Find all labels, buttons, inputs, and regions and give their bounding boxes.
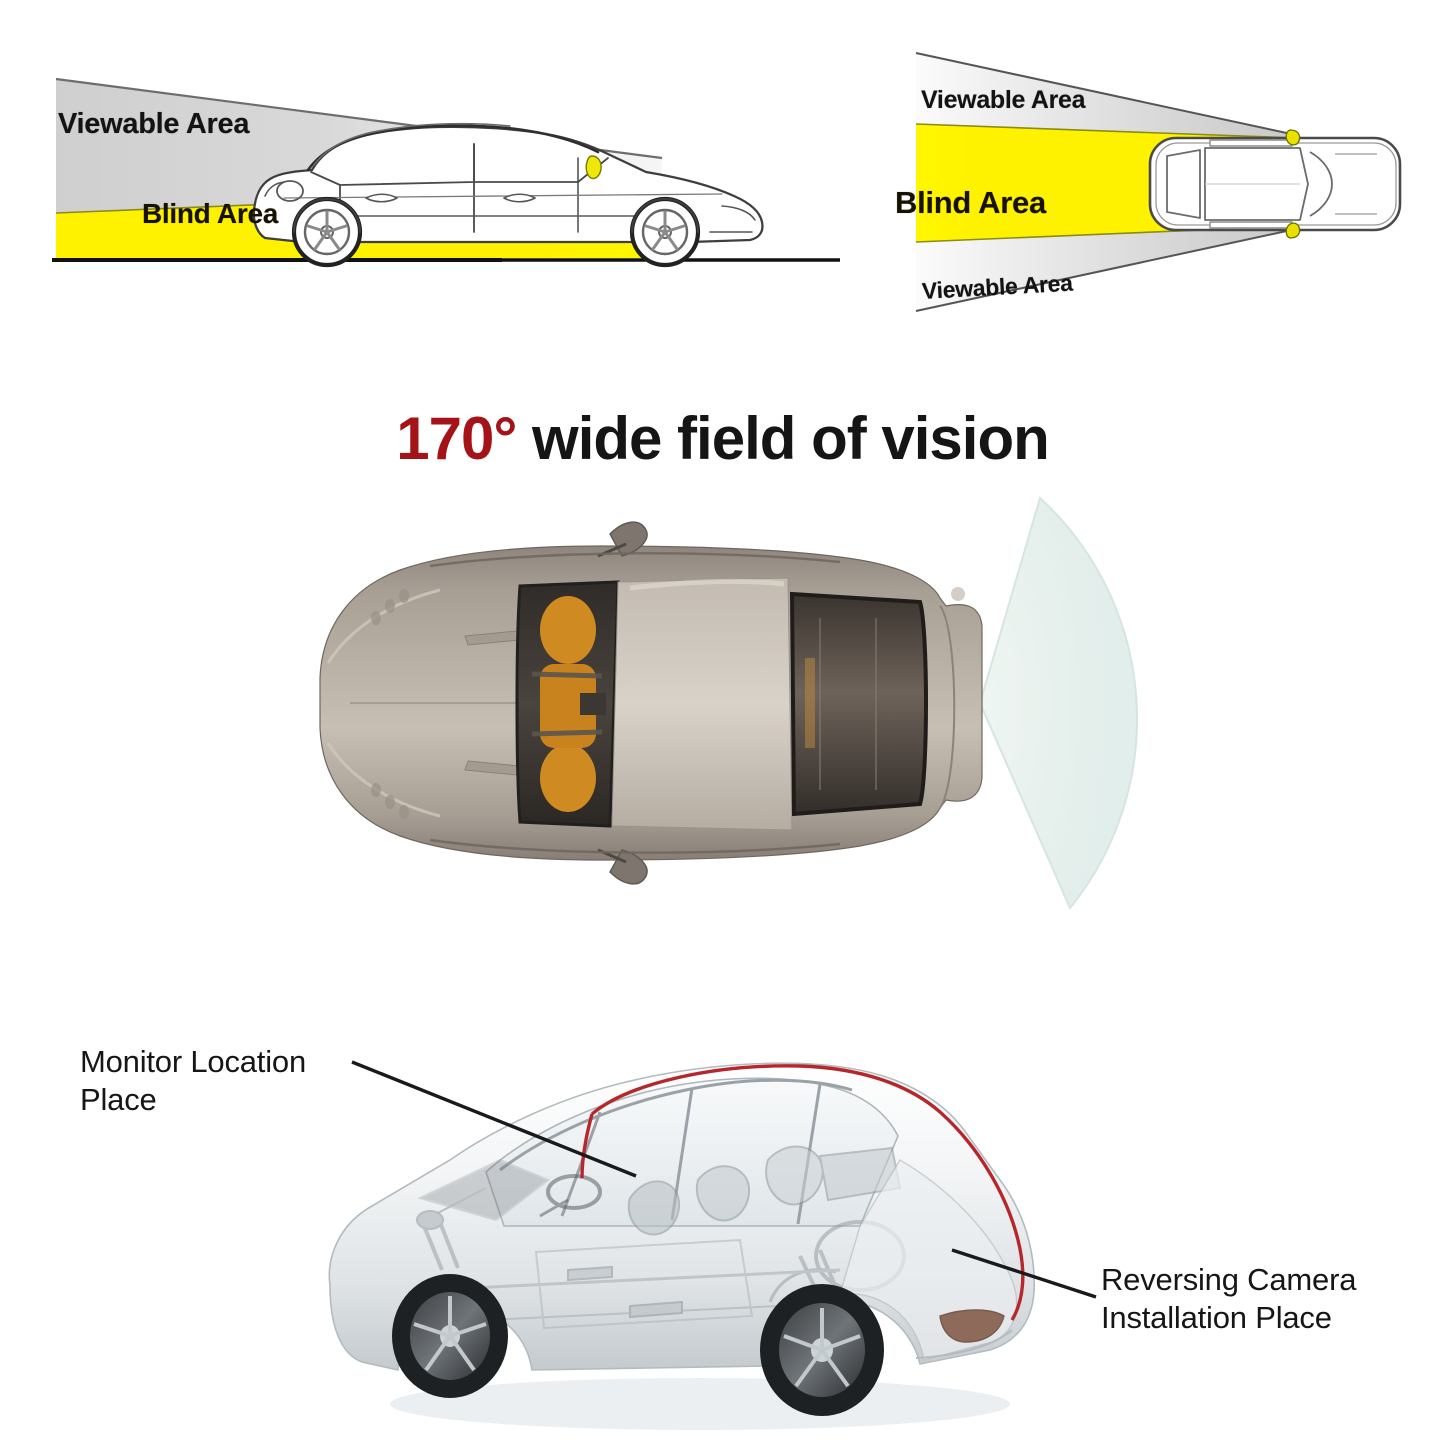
camera-view-cone (978, 496, 1138, 910)
mirror-marker-top-icon (1285, 129, 1301, 146)
label-viewable-area-topdown-upper: Viewable Area (921, 86, 1086, 114)
mirror-marker-bottom-icon (1285, 222, 1301, 239)
page-title: 170° wide field of vision (0, 404, 1445, 473)
sports-car-topdown (319, 521, 983, 885)
label-viewable-area-side: Viewable Area (58, 108, 250, 140)
interior-seats (540, 596, 596, 812)
view-cone-svg (319, 496, 1138, 910)
camera-marker-icon (585, 155, 602, 180)
headline-rest: wide field of vision (516, 405, 1050, 472)
label-blind-area-topdown: Blind Area (895, 185, 1046, 220)
side-diagram-svg (52, 77, 840, 268)
car-topdown-outline (1148, 136, 1402, 232)
view-cone-scene (280, 478, 1180, 938)
cutaway-wheels (392, 1274, 884, 1416)
callout-monitor-location: Monitor Location Place (80, 1044, 306, 1117)
label-blind-area-side: Blind Area (142, 198, 278, 229)
cutaway-car-svg (328, 1062, 1036, 1430)
blind-area-topdown-diagram (880, 34, 1425, 334)
tail-light (939, 1309, 1005, 1343)
headline-degrees: 170° (396, 405, 517, 472)
viewable-area-wedge-top (915, 52, 1297, 142)
viewable-area-wedge-bottom (915, 222, 1297, 312)
callout-reversing-camera: Reversing Camera Installation Place (1101, 1262, 1357, 1335)
topdown-diagram-svg (915, 52, 1402, 312)
car-side-outline (252, 122, 764, 268)
cutaway-car-scene (300, 1020, 1090, 1440)
blind-area-side-diagram (22, 46, 842, 286)
